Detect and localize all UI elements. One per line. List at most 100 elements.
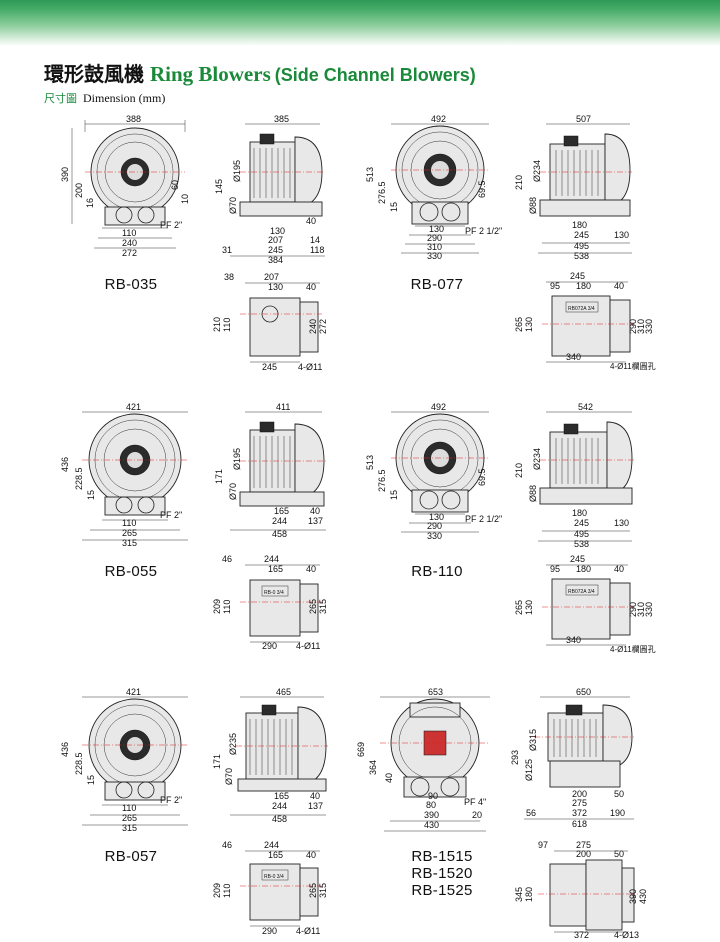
dim-e: 538: [574, 539, 589, 549]
dim-g: 290: [628, 602, 638, 617]
rb110-front-view: 492 513 276.5 15 69.5 130 290 330 PF 2 1…: [365, 402, 502, 541]
dim-e: 31: [222, 245, 232, 255]
dim-g: 20: [472, 810, 482, 820]
dim-width: 507: [576, 114, 591, 124]
dim-h: 310: [636, 319, 646, 334]
rb055-side-view: 411 Ø195 171 Ø70 165 40 244 137 458: [214, 402, 326, 539]
dim-f: 245: [268, 245, 283, 255]
dim-a: 245: [570, 554, 585, 564]
nameplate-label: RB-0 3/4: [264, 874, 284, 880]
dim-e: 210: [212, 317, 222, 332]
dim-b: 245: [574, 230, 589, 240]
dim-i: 330: [644, 602, 654, 617]
dim-d: 50: [614, 849, 624, 859]
dim-e: 265: [514, 600, 524, 615]
dim-b: 95: [550, 281, 560, 291]
dim-a: 180: [572, 220, 587, 230]
dim-width: 542: [578, 402, 593, 412]
dim-dia2: Ø70: [228, 483, 238, 500]
dim-e: 458: [272, 814, 287, 824]
dim-d: 80: [426, 800, 436, 810]
dim-dia1: Ø235: [228, 733, 238, 755]
dim-c: 110: [122, 803, 136, 813]
dim-a: 46: [222, 554, 232, 564]
dim-c: 110: [122, 518, 136, 528]
dim-a: 245: [570, 271, 585, 281]
dim-b: 15: [86, 775, 96, 785]
dim-dia1: Ø234: [532, 160, 542, 182]
dim-pf: PF 2 1/2": [465, 226, 502, 236]
dim-width: 388: [126, 114, 141, 124]
dimension-label-zh: 尺寸圖: [44, 92, 77, 105]
dim-pf: PF 2 1/2": [465, 514, 502, 524]
dim-d: 10: [180, 194, 190, 204]
dim-c: 130: [614, 518, 629, 528]
dim-e: 209: [212, 599, 222, 614]
dim-e: 315: [122, 823, 137, 833]
dim-d: 40: [306, 282, 316, 292]
dim-c: 244: [272, 801, 287, 811]
rb057-top-view: 46 244 165 40 RB-0 3/4 209 110 265 315 2…: [212, 840, 328, 936]
dim-b: 16: [85, 198, 95, 208]
model-label-rb1520: RB-1520: [411, 865, 473, 882]
nameplate-label: RB072A 3/4: [568, 589, 595, 595]
dim-g: 265: [308, 599, 318, 614]
dim-pf: PF 4": [464, 797, 486, 807]
dim-width: 385: [274, 114, 289, 124]
dim-pf: PF 2": [160, 795, 182, 805]
dim-h: 272: [318, 319, 328, 334]
dim-a: 276.5: [377, 181, 387, 204]
dim-h: 210: [514, 175, 524, 190]
dim-c: 60: [170, 180, 180, 190]
dim-dia1: Ø195: [232, 160, 242, 182]
title-en: Ring Blowers: [150, 62, 271, 86]
dim-dia2: Ø125: [524, 759, 534, 781]
rb055-top-view: 46 244 165 40 RB-0 3/4 209 110 265 315 2…: [212, 554, 328, 651]
dim-dia2: Ø88: [528, 197, 538, 214]
dim-width: 465: [276, 687, 291, 697]
dim-h: 210: [514, 463, 524, 478]
dim-i: 245: [262, 362, 277, 372]
dim-h: 145: [214, 179, 224, 194]
dim-a: 228.5: [74, 752, 84, 775]
dim-c: 90: [428, 791, 438, 801]
model-label-rb110: RB-110: [411, 563, 463, 580]
dim-f: 110: [222, 318, 232, 332]
dim-g: 330: [427, 251, 442, 261]
dim-h: 310: [636, 602, 646, 617]
dim-g: 618: [572, 819, 587, 829]
model-label-rb057: RB-057: [104, 848, 158, 865]
dim-width: 492: [431, 402, 446, 412]
dim-e: 315: [122, 538, 137, 548]
rb057-front-view: 421 436 228.5 15 110 265 315 PF 2": [60, 687, 188, 833]
dim-a: 165: [274, 506, 289, 516]
dim-j: 4-Ø11: [296, 641, 320, 651]
dim-e: 538: [574, 251, 589, 261]
dim-e: 290: [427, 521, 442, 531]
dim-h: 171: [214, 469, 224, 484]
model-label-rb1525: RB-1525: [411, 882, 473, 899]
dim-b: 244: [264, 840, 279, 850]
dim-b: 275: [576, 840, 591, 850]
dim-c: 207: [268, 235, 283, 245]
dim-a: 364: [368, 760, 378, 775]
nameplate-label: RB072A 3/4: [568, 306, 595, 312]
dim-h: 430: [638, 889, 648, 904]
dim-j: 4-Ø11: [296, 926, 320, 936]
dim-b: 207: [264, 272, 279, 282]
dim-f: 110: [222, 600, 232, 614]
dim-e: 390: [424, 810, 439, 820]
dim-b: 245: [574, 518, 589, 528]
dim-f: 310: [427, 242, 442, 252]
rb035-side-view: 385 Ø195 145 Ø70 40 130 207 14 31 245 11…: [214, 114, 325, 265]
dim-e: 345: [514, 887, 524, 902]
dim-c: 130: [268, 282, 283, 292]
dim-b: 244: [264, 554, 279, 564]
rb110-top-view: 245 95 180 40 RB072A 3/4 265 130 290 310…: [514, 554, 656, 654]
dim-width: 653: [428, 687, 443, 697]
dim-dia2: Ø70: [228, 197, 238, 214]
title-zh: 環形鼓風機: [44, 62, 144, 86]
dim-dia1: Ø195: [232, 448, 242, 470]
dim-pf: PF 2": [160, 510, 182, 520]
